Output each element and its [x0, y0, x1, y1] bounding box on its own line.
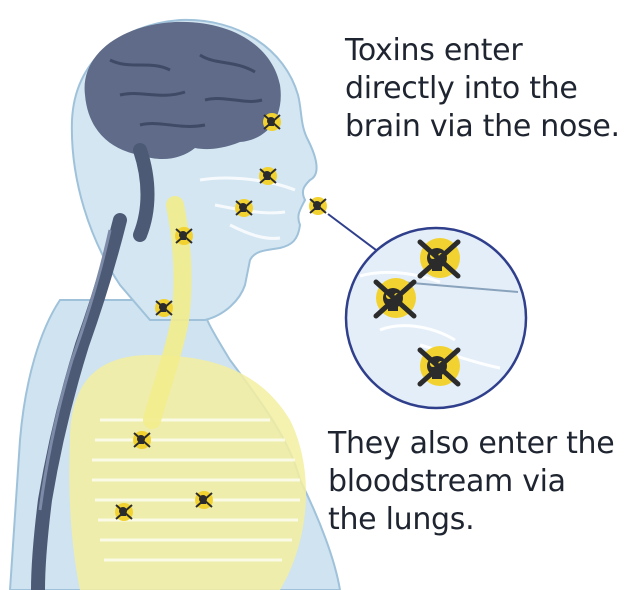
- skull-crossbones-icon: [376, 278, 416, 318]
- nose-pathway-caption: Toxins enter directly into the brain via…: [345, 32, 620, 146]
- skull-crossbones-icon: [420, 238, 460, 278]
- skull-crossbones-icon: [195, 491, 213, 509]
- skull-crossbones-icon: [263, 113, 281, 131]
- skull-crossbones-icon: [235, 199, 253, 217]
- caption-line: Toxins enter: [345, 32, 620, 70]
- caption-line: They also enter the: [328, 425, 614, 463]
- skull-crossbones-icon: [115, 503, 133, 521]
- caption-line: the lungs.: [328, 501, 614, 539]
- skull-crossbones-icon: [133, 431, 151, 449]
- caption-line: bloodstream via: [328, 463, 614, 501]
- skull-crossbones-icon: [259, 167, 277, 185]
- skull-crossbones-icon: [309, 197, 327, 215]
- skull-crossbones-icon: [420, 346, 460, 386]
- caption-line: directly into the: [345, 70, 620, 108]
- skull-crossbones-icon: [155, 299, 173, 317]
- lung-pathway-caption: They also enter the bloodstream via the …: [328, 425, 614, 539]
- brainstem: [140, 150, 148, 235]
- caption-line: brain via the nose.: [345, 108, 620, 146]
- magnified-callout: [346, 228, 526, 408]
- skull-crossbones-icon: [175, 227, 193, 245]
- lungs: [69, 355, 306, 590]
